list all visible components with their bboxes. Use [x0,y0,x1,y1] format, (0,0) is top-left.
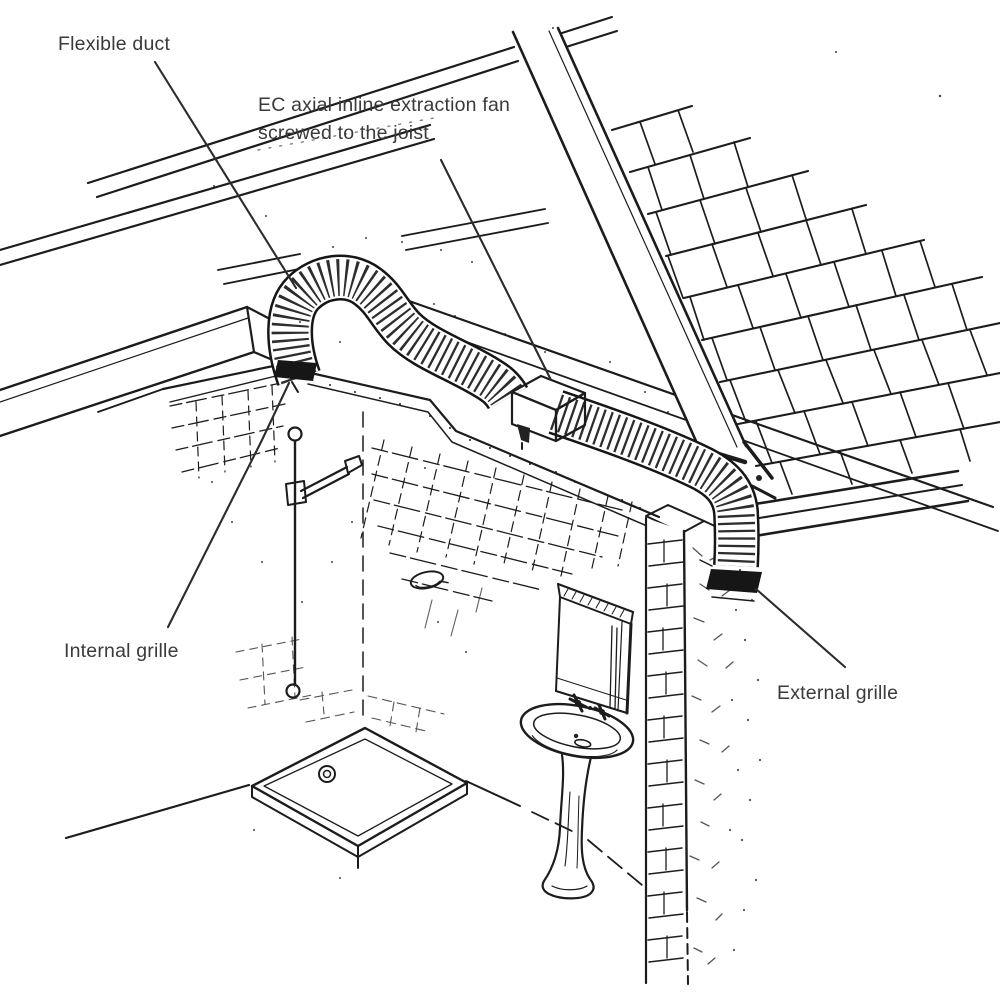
leader-flexible-duct [153,60,298,290]
annotations: Flexible duct EC axial inline extraction… [58,33,898,704]
mirror-cabinet [555,582,635,715]
eaves-fascia [741,469,970,538]
purlin-top [86,45,520,199]
tile-patches [235,636,445,733]
flexible-duct [267,254,760,568]
wall-vent-oval [409,570,449,590]
duct-run-eaves [548,390,760,568]
duct-run-attic [267,254,529,410]
joist-beam [0,305,277,438]
fan-mount-bracket [517,424,530,443]
shower-tray [250,726,469,869]
internal-grille-fitting [274,360,317,393]
brick-wall [644,516,762,985]
back-wall-tiles [360,439,633,637]
basin-bowl [519,702,635,760]
floor-lines [64,780,649,891]
label-extraction-fan-line2: screwed to the joist [258,122,429,144]
rafter [511,26,777,500]
shower-handset [344,455,363,474]
roof-deck-edge [305,263,995,509]
leader-internal-grille [166,381,291,629]
left-wall-tiles [169,381,287,479]
label-external-grille: External grille [777,682,898,704]
label-flexible-duct: Flexible duct [58,33,170,55]
inline-fan-unit [510,374,587,450]
basin-pedestal [541,753,595,900]
tray-drain [318,765,336,783]
plate-speckles [329,384,641,509]
label-extraction-fan-line1: EC axial inline extraction fan [258,94,510,116]
leader-external-grille [754,587,847,669]
purlin-middle [0,123,436,267]
brick-texture [689,547,734,965]
sketch-speckles [211,27,942,879]
external-grille-fitting [699,559,762,602]
bathroom [64,381,762,985]
roof-tiles [610,104,1000,538]
shower-rail [285,426,363,699]
leader-extraction-fan [439,158,553,382]
label-internal-grille: Internal grille [64,640,179,662]
